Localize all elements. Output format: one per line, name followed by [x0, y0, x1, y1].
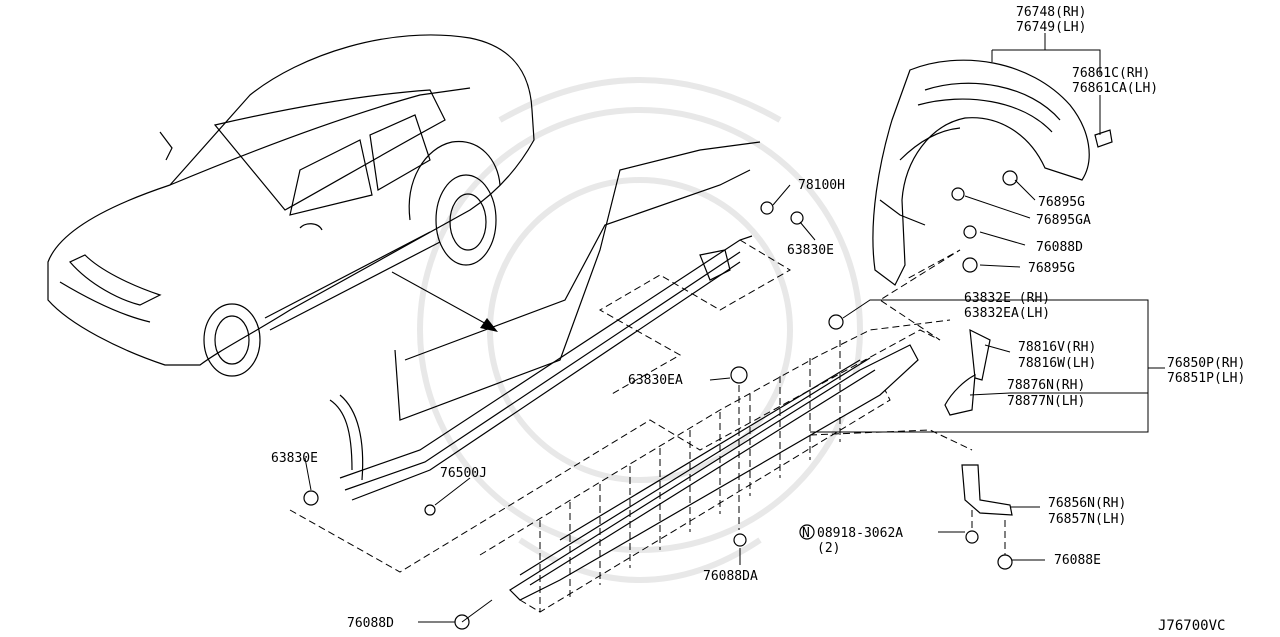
watermark — [417, 77, 863, 583]
label-63832ea[interactable]: 63832EA(LH) — [964, 306, 1050, 321]
label-76088e[interactable]: 76088E — [1054, 553, 1101, 568]
label-78816v[interactable]: 78816V(RH) — [1018, 340, 1096, 355]
label-76895g-2[interactable]: 76895G — [1028, 261, 1075, 276]
part-labels: 76748(RH) 76749(LH) 76861C(RH) 76861CA(L… — [271, 5, 1245, 634]
direction-arrow — [391, 271, 498, 332]
label-08918[interactable]: 08918-3062A — [817, 526, 903, 541]
label-08918-prefix: N — [802, 526, 810, 541]
label-78876n[interactable]: 78876N(RH) — [1007, 378, 1085, 393]
label-76895ga[interactable]: 76895GA — [1036, 213, 1091, 228]
label-63830e[interactable]: 63830E — [787, 243, 834, 258]
label-08918-qty: (2) — [817, 541, 840, 556]
diagram-code: J76700VC — [1158, 618, 1225, 634]
side-sill-cover — [509, 344, 919, 601]
nut-symbol-circle — [799, 524, 815, 540]
label-76856n[interactable]: 76856N(RH) — [1048, 496, 1126, 511]
label-76861ca[interactable]: 76861CA(LH) — [1072, 81, 1158, 96]
label-76857n[interactable]: 76857N(LH) — [1048, 512, 1126, 527]
label-76850p[interactable]: 76850P(RH) — [1167, 356, 1245, 371]
label-63832e[interactable]: 63832E (RH) — [964, 291, 1050, 306]
label-76895g[interactable]: 76895G — [1038, 195, 1085, 210]
label-63830e-2[interactable]: 63830E — [271, 451, 318, 466]
label-76851p[interactable]: 76851P(LH) — [1167, 371, 1245, 386]
car-illustration — [47, 34, 535, 377]
wheel-liner — [872, 59, 1113, 286]
small-parts — [303, 170, 1018, 630]
label-76749[interactable]: 76749(LH) — [1016, 20, 1086, 35]
label-76088d-2[interactable]: 76088D — [347, 616, 394, 631]
label-76088da[interactable]: 76088DA — [703, 569, 758, 584]
label-76088d[interactable]: 76088D — [1036, 240, 1083, 255]
label-76748[interactable]: 76748(RH) — [1016, 5, 1086, 20]
label-63830ea[interactable]: 63830EA — [628, 373, 683, 388]
body-sill-panel — [329, 141, 761, 501]
label-78877n[interactable]: 78877N(LH) — [1007, 394, 1085, 409]
leader-lines — [304, 33, 1165, 623]
alignment-lines — [289, 239, 1006, 613]
label-76500j[interactable]: 76500J — [440, 466, 487, 481]
label-78816w[interactable]: 78816W(LH) — [1018, 356, 1096, 371]
label-76861c[interactable]: 76861C(RH) — [1072, 66, 1150, 81]
label-78100h[interactable]: 78100H — [798, 178, 845, 193]
